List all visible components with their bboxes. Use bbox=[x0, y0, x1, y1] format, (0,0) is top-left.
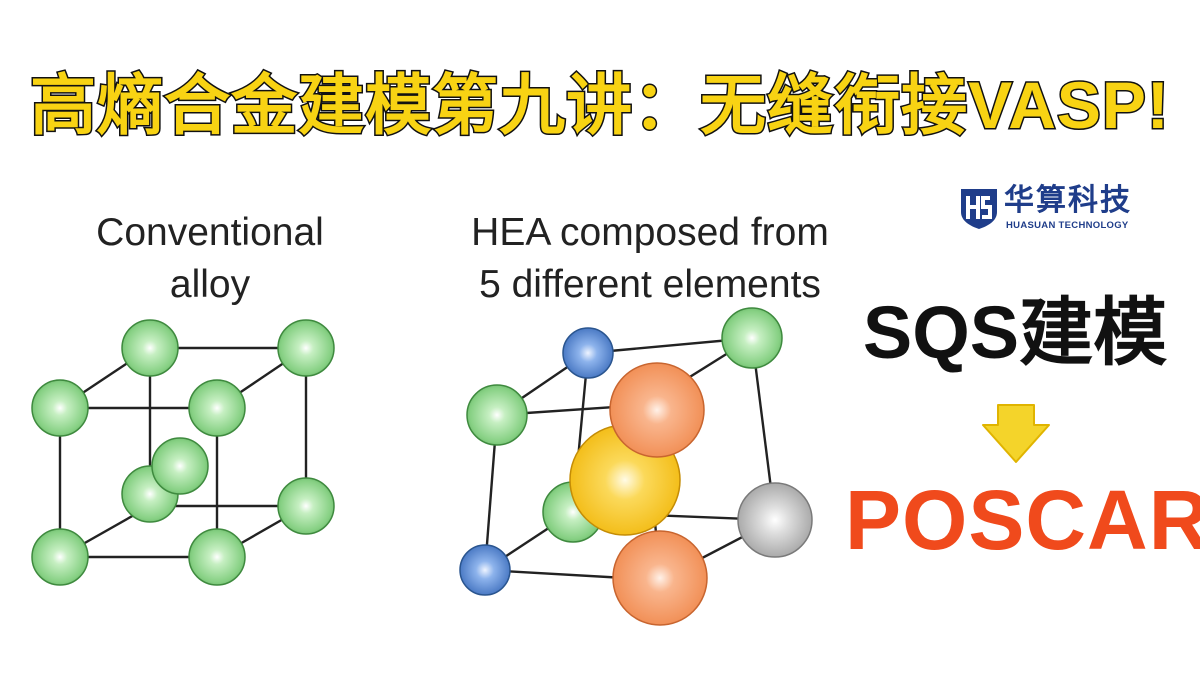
hea-label: HEA composed from 5 different elements bbox=[430, 207, 870, 311]
logo-name-cn: 华算科技 bbox=[1004, 184, 1132, 217]
hea-label-line1: HEA composed from bbox=[471, 211, 829, 254]
conventional-alloy-label: Conventional alloy bbox=[55, 207, 365, 311]
atom-green-center bbox=[151, 437, 209, 495]
atom-gray bbox=[737, 482, 813, 558]
logo-name-en: HUASUAN TECHNOLOGY bbox=[1006, 220, 1129, 231]
hea-atoms bbox=[459, 307, 813, 626]
atom-blue bbox=[459, 544, 511, 596]
atom-green bbox=[188, 528, 246, 586]
atom-green bbox=[188, 379, 246, 437]
company-logo: 华算科技 HUASUAN TECHNOLOGY bbox=[958, 184, 1158, 234]
hea-label-line2: 5 different elements bbox=[479, 263, 821, 306]
atom-green bbox=[31, 528, 89, 586]
conventional-label-line1: Conventional bbox=[96, 211, 324, 254]
hs-logo-icon bbox=[961, 189, 997, 229]
conventional-label-line2: alloy bbox=[169, 263, 251, 306]
atom-blue bbox=[562, 327, 614, 379]
conventional-atoms bbox=[31, 319, 335, 586]
atom-green bbox=[466, 384, 528, 446]
poscar-label: POSCAR bbox=[845, 473, 1200, 567]
atom-orange bbox=[612, 530, 708, 626]
headline-title: 高熵合金建模第九讲：无缝衔接VASP! bbox=[29, 68, 1171, 142]
atom-green bbox=[277, 319, 335, 377]
atom-orange bbox=[609, 362, 705, 458]
atom-green bbox=[721, 307, 783, 369]
atom-green bbox=[31, 379, 89, 437]
atom-green bbox=[277, 477, 335, 535]
down-arrow-icon bbox=[982, 404, 1050, 463]
sqs-modeling-label: SQS建模 bbox=[862, 291, 1168, 374]
atom-green bbox=[121, 319, 179, 377]
